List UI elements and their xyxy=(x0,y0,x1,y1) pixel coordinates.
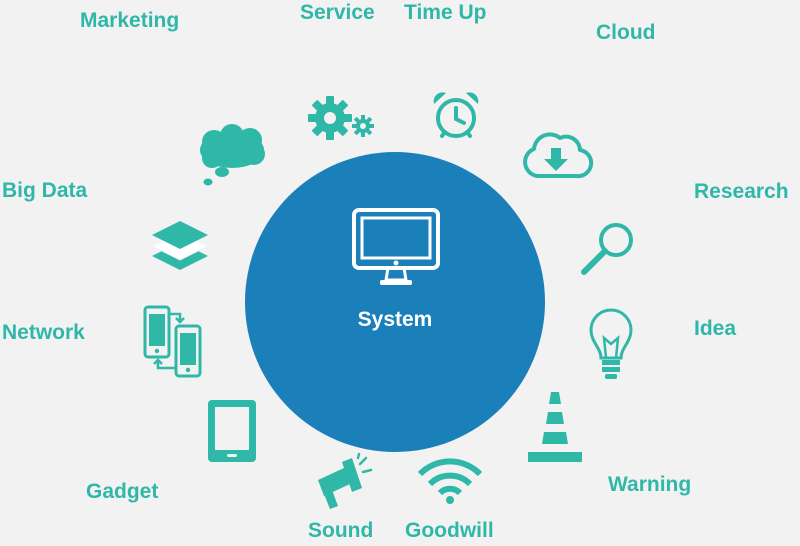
monitor-icon xyxy=(352,208,440,288)
cloud-download-icon xyxy=(520,128,594,180)
label-cloud: Cloud xyxy=(596,21,656,44)
wifi-icon xyxy=(416,458,484,504)
system-circle xyxy=(245,152,545,452)
phones-sync-icon xyxy=(142,304,208,378)
traffic-cone-icon xyxy=(526,390,584,464)
gear-icon xyxy=(306,94,378,144)
label-goodwill: Goodwill xyxy=(405,519,494,542)
system-title: System xyxy=(357,308,433,331)
light-bulb-icon xyxy=(588,308,634,384)
alarm-clock-icon xyxy=(430,90,482,142)
label-warning: Warning xyxy=(608,473,692,496)
label-sound: Sound xyxy=(308,519,374,542)
label-service: Service xyxy=(300,1,375,24)
label-research: Research xyxy=(694,180,789,203)
megaphone-icon xyxy=(314,452,374,510)
layers-icon xyxy=(150,218,210,274)
label-marketing: Marketing xyxy=(80,9,180,32)
label-network: Network xyxy=(2,321,85,344)
label-big-data: Big Data xyxy=(2,179,88,202)
thought-bubble-icon xyxy=(196,124,270,190)
magnifier-icon xyxy=(578,218,640,280)
label-time-up: Time Up xyxy=(404,1,487,24)
tablet-icon xyxy=(206,398,258,464)
label-gadget: Gadget xyxy=(86,480,159,503)
label-idea: Idea xyxy=(694,317,737,340)
